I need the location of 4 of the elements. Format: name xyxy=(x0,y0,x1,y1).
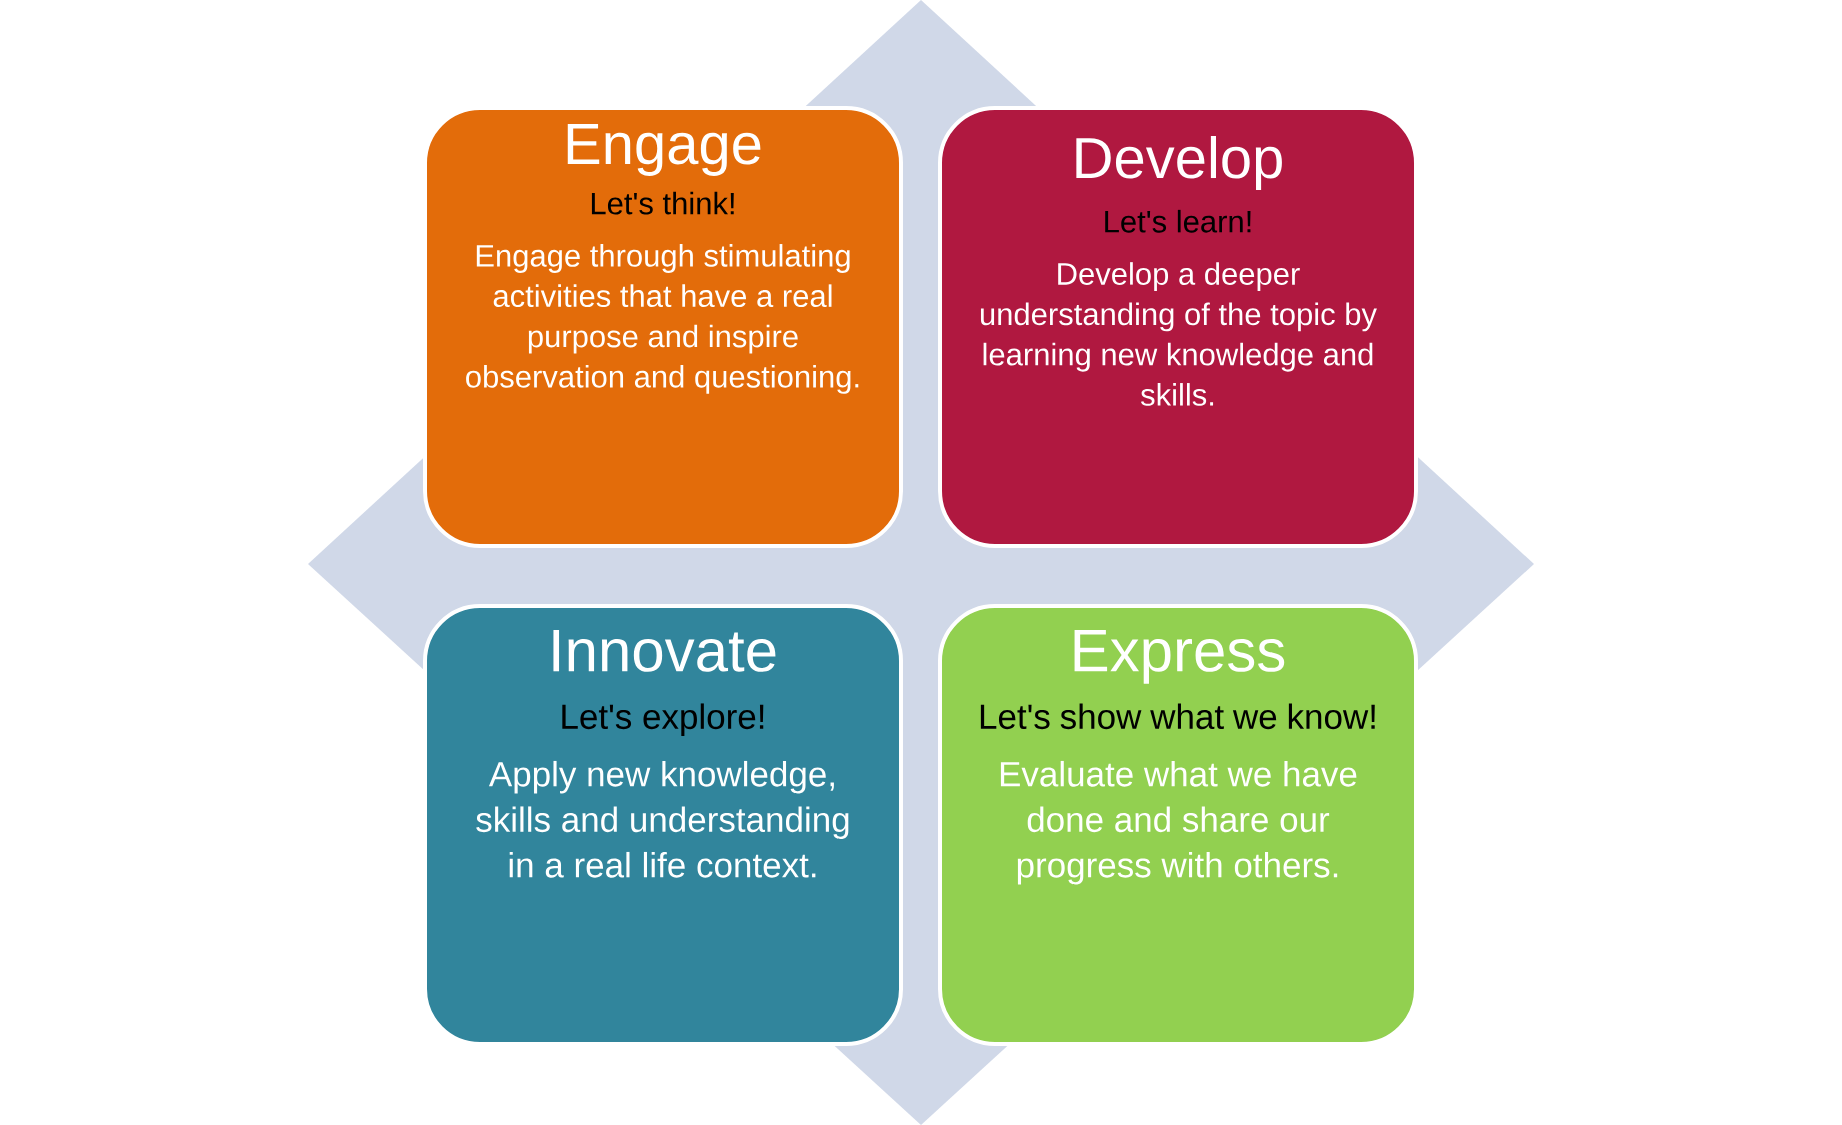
stage-card: Develop Let's learn! Develop a deeper understanding of the topic by learning new knowledge and skills. xyxy=(938,106,1418,548)
stage-card: Innovate Let's explore! Apply new knowledge, skills and understanding in a real life context. xyxy=(423,604,903,1046)
stage-card: Express Let's show what we know! Evaluate what we have done and share our progress with others. xyxy=(938,604,1418,1046)
stage-card: Engage Let's think! Engage through stimulating activities that have a real purpose and inspire observation and questioning. xyxy=(423,106,903,548)
